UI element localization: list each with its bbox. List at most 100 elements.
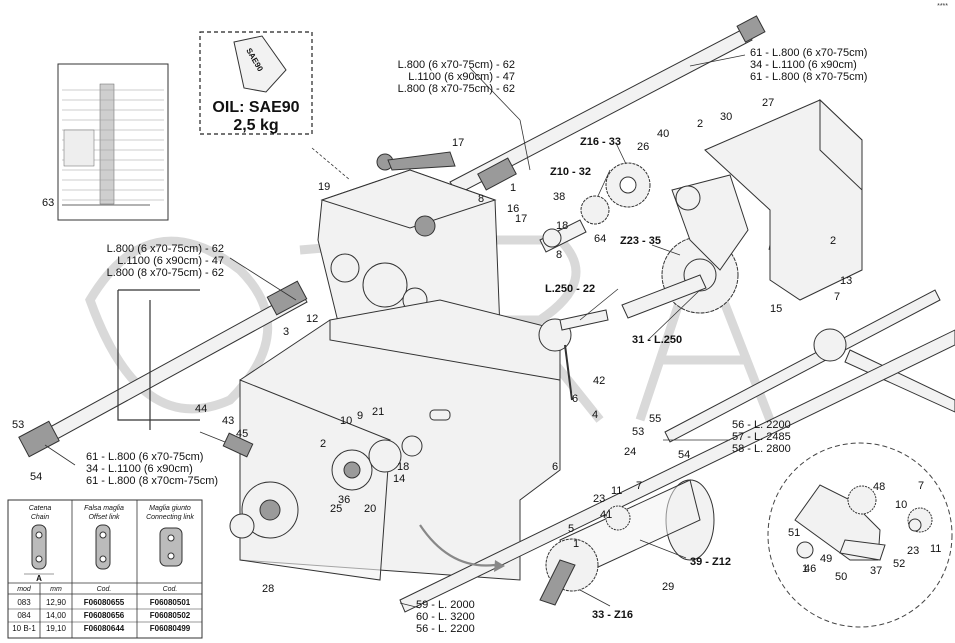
callout-8: 8 <box>478 193 484 205</box>
shaft-bl-2: 34 - L.1100 (6 x90cm) <box>86 463 193 475</box>
arrow-head-icon <box>494 560 505 572</box>
callout-52: 52 <box>893 558 905 570</box>
callout-23: 23 <box>593 493 605 505</box>
hub-assembly <box>199 431 423 539</box>
oil-can-icon: SAE90 <box>233 35 287 93</box>
callout-labels: 6319178116381817864240263027213715123445… <box>12 97 941 595</box>
callout-3: 3 <box>283 326 289 338</box>
shaft-tc-2: L.1100 (6 x90cm) - 47 <box>408 71 515 83</box>
callout-5: 5 <box>568 523 574 535</box>
legend-col3-title2: Connecting link <box>146 514 194 521</box>
label-z23-35: Z23 - 35 <box>620 235 661 247</box>
callout-11: 11 <box>611 485 622 497</box>
callout-6: 6 <box>552 461 558 473</box>
callout-10: 10 <box>340 415 352 427</box>
detail-circle <box>767 442 953 628</box>
callout-40: 40 <box>657 128 669 140</box>
shaft-ml-1: L.800 (6 x70-75cm) - 62 <box>107 243 224 255</box>
callout-38: 38 <box>553 191 565 203</box>
callout-17: 17 <box>515 213 527 225</box>
legend-cell-cod2: F06080499 <box>150 624 191 633</box>
callout-63: 63 <box>42 197 54 209</box>
callout-43: 43 <box>222 415 234 427</box>
shaft-tr-1: 61 - L.800 (6 x70-75cm) <box>750 47 867 59</box>
callout-25: 25 <box>330 503 342 515</box>
callout-28: 28 <box>262 583 274 595</box>
legend-header-cod2: Cod. <box>163 586 178 593</box>
callout-54: 54 <box>30 471 42 483</box>
callout-10: 10 <box>895 499 907 511</box>
shaft-b-1: 59 - L. 2000 <box>416 599 475 611</box>
legend-header-mm: mm <box>50 586 62 593</box>
callout-51: 51 <box>788 527 800 539</box>
callout-55: 55 <box>649 413 661 425</box>
callout-49: 49 <box>820 553 832 565</box>
legend-cell-mod: 10 B-1 <box>12 624 36 633</box>
legend-cell-cod2: F06080502 <box>150 611 191 620</box>
boom-arm <box>399 289 955 613</box>
oil-type: OIL: SAE90 <box>212 99 299 116</box>
callout-17: 17 <box>452 137 464 149</box>
legend-cell-mm: 14,00 <box>46 611 67 620</box>
callout-1: 1 <box>573 538 579 550</box>
support-frame <box>117 289 200 430</box>
corner-mark: **** <box>937 3 948 10</box>
callout-8: 8 <box>556 249 562 261</box>
callout-12: 12 <box>306 313 318 325</box>
callout-46: 46 <box>804 563 816 575</box>
shaft-b-2: 60 - L. 3200 <box>416 611 475 623</box>
label-z10-32: Z10 - 32 <box>550 166 591 178</box>
spec-sheet-63 <box>57 63 169 221</box>
callout-53: 53 <box>632 426 644 438</box>
callout-1: 1 <box>802 563 808 575</box>
callout-24: 24 <box>624 446 636 458</box>
shaft-label-top-center: L.800 (6 x70-75cm) - 62 L.1100 (6 x90cm)… <box>398 59 515 95</box>
callout-64: 64 <box>594 233 606 245</box>
chain-drive-lower <box>539 479 715 606</box>
callout-9: 9 <box>357 410 363 422</box>
callout-50: 50 <box>835 571 847 583</box>
legend-col2-title1: Falsa maglia <box>84 505 124 512</box>
label-31-l250: 31 - L.250 <box>632 334 682 346</box>
legend-header-mod: mod <box>17 586 32 593</box>
callout-7: 7 <box>834 291 840 303</box>
callout-1: 1 <box>510 182 516 194</box>
shaft-tr-3: 61 - L.800 (8 x70-75cm) <box>750 71 867 83</box>
sprocket-z10-32 <box>580 195 610 225</box>
oil-quantity: 2,5 kg <box>233 117 278 134</box>
pto-shaft-left <box>18 280 308 458</box>
motion-arrow <box>419 524 496 567</box>
shaft-ml-3: L.800 (8 x70-75cm) - 62 <box>107 267 224 279</box>
shaft-tr-2: 34 - L.1100 (6 x90cm) <box>750 59 857 71</box>
leader-lines <box>44 54 746 609</box>
shaft-ra-2: 57 - L. 2485 <box>732 431 791 443</box>
shaft-bl-3: 61 - L.800 (8 x70cm-75cm) <box>86 475 218 487</box>
label-z16-33: Z16 - 33 <box>580 136 621 148</box>
callout-48: 48 <box>873 481 885 493</box>
label-39-z12: 39 - Z12 <box>690 556 731 568</box>
shaft-ra-1: 56 - L. 2200 <box>732 419 791 431</box>
bearing-22 <box>538 309 609 401</box>
legend-dim-label: A <box>36 574 42 583</box>
shaft-label-top-right: 61 - L.800 (6 x70-75cm) 34 - L.1100 (6 x… <box>750 47 867 83</box>
callout-14: 14 <box>393 473 405 485</box>
legend-header-cod1: Cod. <box>97 586 112 593</box>
callout-15: 15 <box>770 303 782 315</box>
callout-19: 19 <box>318 181 330 193</box>
chain-link-icon: A <box>24 524 54 583</box>
callout-41: 41 <box>600 509 612 521</box>
legend-cell-cod1: F06080655 <box>84 598 125 607</box>
callout-53: 53 <box>12 419 24 431</box>
chain-legend-table: Catena Chain Falsa maglia Offset link Ma… <box>7 499 203 639</box>
chain-guard-27 <box>704 98 863 301</box>
callout-27: 27 <box>762 97 774 109</box>
callout-42: 42 <box>593 375 605 387</box>
callout-2: 2 <box>697 118 703 130</box>
callout-21: 21 <box>372 406 384 418</box>
shaft-ml-2: L.1100 (6 x90cm) - 47 <box>117 255 224 267</box>
callout-2: 2 <box>830 235 836 247</box>
shaft-b-3: 56 - L. 2200 <box>416 623 475 635</box>
callout-16: 16 <box>507 203 519 215</box>
